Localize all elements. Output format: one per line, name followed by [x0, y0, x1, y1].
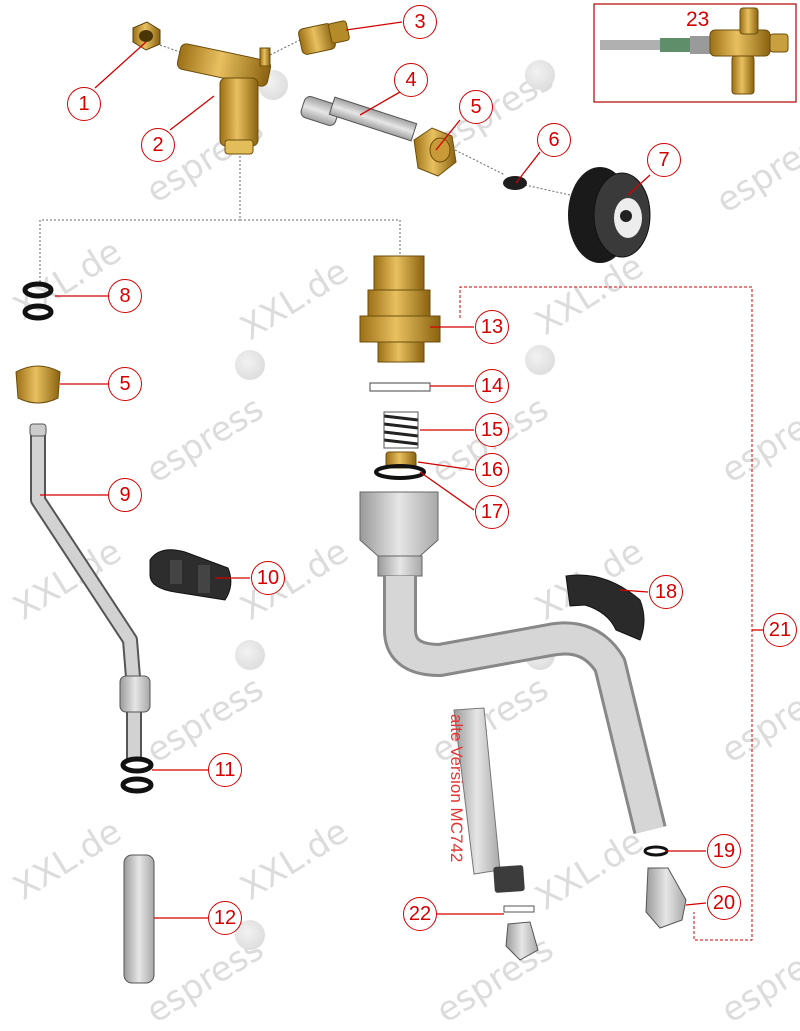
connector-lines [39, 39, 571, 285]
callout-7: 7 [647, 143, 681, 177]
callout-17: 17 [475, 495, 509, 529]
exploded-parts-diagram: espress espress espress XXL.de XXL.de XX… [6, 3, 800, 1031]
callout-1: 1 [67, 87, 101, 121]
callout-8: 8 [108, 279, 142, 313]
callout-16: 16 [475, 453, 509, 487]
callout-15: 15 [475, 413, 509, 447]
part-6-washer [503, 176, 527, 190]
part-4-valve-stem [300, 96, 418, 142]
part-3-fitting [298, 20, 350, 55]
part-13-fitting [359, 255, 441, 363]
watermark-dot [525, 60, 555, 90]
part-9-tube [29, 423, 151, 760]
leader-lines [40, 21, 764, 919]
part-14-seal [369, 382, 431, 392]
part-22-old-nozzle [453, 707, 539, 961]
part-19-o-ring [643, 845, 669, 857]
callout-18: 18 [649, 575, 683, 609]
part-1-hex-nut [132, 21, 161, 51]
part-12-sleeve [123, 854, 155, 984]
callout-22: 22 [403, 897, 437, 931]
callout-20: 20 [707, 886, 741, 920]
callout-9: 9 [108, 478, 142, 512]
parts-drawing [15, 3, 797, 984]
bracket-21 [459, 286, 753, 941]
callout-3: 3 [403, 5, 437, 39]
part-8-o-rings [22, 281, 54, 321]
part-2-valve-body [176, 43, 272, 155]
callout-5-left: 5 [108, 367, 142, 401]
callout-13: 13 [475, 310, 509, 344]
watermark-dot [235, 350, 265, 380]
callout-14: 14 [475, 369, 509, 403]
old-version-note-text: alte Version MC742 [447, 714, 466, 863]
old-version-note: alte Version MC742 [444, 714, 468, 898]
part-5-ferrule [15, 365, 61, 404]
part-11-o-rings [120, 756, 154, 794]
part-15-spring [383, 411, 419, 449]
callout-12: 12 [208, 901, 242, 935]
watermark-dot [525, 345, 555, 375]
part-21-steam-pipe [359, 491, 667, 835]
callout-19: 19 [707, 834, 741, 868]
callout-6: 6 [537, 123, 571, 157]
inset-part-23 [593, 3, 797, 103]
part-18-rubber-sleeve [565, 574, 645, 641]
callout-5-top: 5 [459, 90, 493, 124]
part-17-o-ring [374, 464, 426, 480]
callout-11: 11 [208, 753, 242, 787]
callout-10: 10 [251, 561, 285, 595]
part-7-knob [568, 167, 651, 263]
callout-21: 21 [763, 613, 797, 647]
part-10-clip [149, 549, 232, 601]
callout-4: 4 [394, 63, 428, 97]
part-5-nut-top [413, 127, 457, 177]
part-20-nozzle [645, 867, 687, 929]
inset-label-23: 23 [686, 8, 710, 31]
callout-2: 2 [141, 128, 175, 162]
watermark-dot [235, 640, 265, 670]
